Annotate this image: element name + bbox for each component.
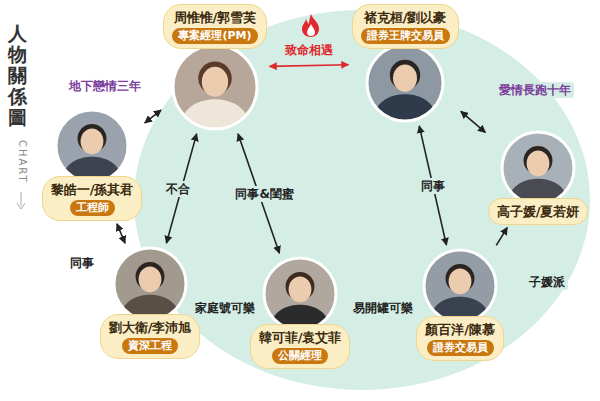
label-holder: 不合	[163, 181, 193, 197]
person-role: 資深工程	[122, 338, 178, 354]
person-name: 褚克桓/劉以豪	[364, 9, 447, 26]
person-node: 劉大衛/李沛旭資深工程	[100, 246, 201, 359]
relation-arrow	[145, 110, 161, 123]
portrait-photo	[262, 256, 338, 332]
person-name: 周惟惟/郭雪芙	[174, 9, 257, 26]
title-arrow	[17, 203, 25, 209]
label-holder: 子媛派	[526, 274, 568, 290]
relation-label: 不合	[163, 181, 193, 197]
label-holder: 同事&閨蜜	[232, 186, 296, 202]
portrait-photo	[422, 248, 498, 324]
relation-label: 地下戀情三年	[66, 78, 144, 94]
portrait-photo	[112, 246, 188, 322]
person-role: 證券交易員	[427, 340, 494, 356]
label-holder: 同事	[418, 178, 448, 194]
person-name: 韓可菲/袁艾菲	[259, 329, 342, 346]
relation-label: 家庭號可樂	[192, 300, 258, 316]
title-rule	[21, 192, 22, 206]
label-holder: 致命相遇	[282, 42, 336, 58]
relation-arrow	[270, 65, 349, 67]
name-plate: 周惟惟/郭雪芙專案經理(PM)	[163, 4, 266, 49]
person-node: 高子媛/夏若妍	[488, 130, 589, 225]
relation-arrow	[496, 228, 507, 246]
chart-caption: CHART	[17, 140, 28, 184]
portrait-photo	[365, 43, 445, 123]
relation-arrow	[117, 224, 125, 243]
person-node: 褚克桓/劉以豪證券王牌交易員	[352, 4, 459, 123]
label-holder: 同事	[67, 255, 97, 271]
ground-ellipse	[134, 10, 590, 390]
label-holder: 易開罐可樂	[350, 300, 416, 316]
relation-label: 易開罐可樂	[350, 300, 416, 316]
person-node: 韓可菲/袁艾菲公關經理	[250, 256, 351, 369]
person-node: 周惟惟/郭雪芙專案經理(PM)	[163, 4, 266, 131]
name-plate: 韓可菲/袁艾菲公關經理	[250, 324, 351, 369]
label-holder: 地下戀情三年	[66, 78, 144, 94]
name-plate: 顏百洋/陳慕證券交易員	[416, 316, 504, 361]
person-name: 顏百洋/陳慕	[425, 321, 495, 338]
portrait-photo	[54, 108, 130, 184]
relation-arrow	[461, 111, 486, 132]
relation-label: 子媛派	[526, 274, 568, 290]
person-name: 劉大衛/李沛旭	[109, 319, 192, 336]
relation-label: 同事	[418, 178, 448, 194]
name-plate: 劉大衛/李沛旭資深工程	[100, 314, 201, 359]
person-node: 黎皓一/孫其君工程師	[42, 108, 143, 221]
relation-label: 同事	[67, 255, 97, 271]
person-node: 顏百洋/陳慕證券交易員	[416, 248, 504, 361]
portrait-photo	[500, 130, 576, 206]
person-role: 工程師	[70, 200, 115, 216]
relation-label: 愛情長跑十年	[496, 82, 574, 98]
person-role: 專案經理(PM)	[172, 28, 257, 44]
person-name: 黎皓一/孫其君	[51, 181, 134, 198]
label-holder: 家庭號可樂	[192, 300, 258, 316]
relation-label: 同事&閨蜜	[232, 186, 296, 202]
person-role: 公關經理	[272, 348, 328, 364]
name-plate: 褚克桓/劉以豪證券王牌交易員	[352, 4, 459, 49]
diagram-title: 人物關係圖	[8, 24, 27, 128]
flame-icon	[302, 14, 319, 37]
person-role: 證券王牌交易員	[361, 28, 450, 44]
label-holder: 愛情長跑十年	[496, 82, 574, 98]
label-holder: CHART	[17, 140, 28, 184]
relation-label: 致命相遇	[282, 42, 336, 58]
person-name: 高子媛/夏若妍	[497, 203, 580, 220]
portrait-photo	[171, 43, 259, 131]
name-plate: 高子媛/夏若妍	[488, 198, 589, 225]
name-plate: 黎皓一/孫其君工程師	[42, 176, 143, 221]
